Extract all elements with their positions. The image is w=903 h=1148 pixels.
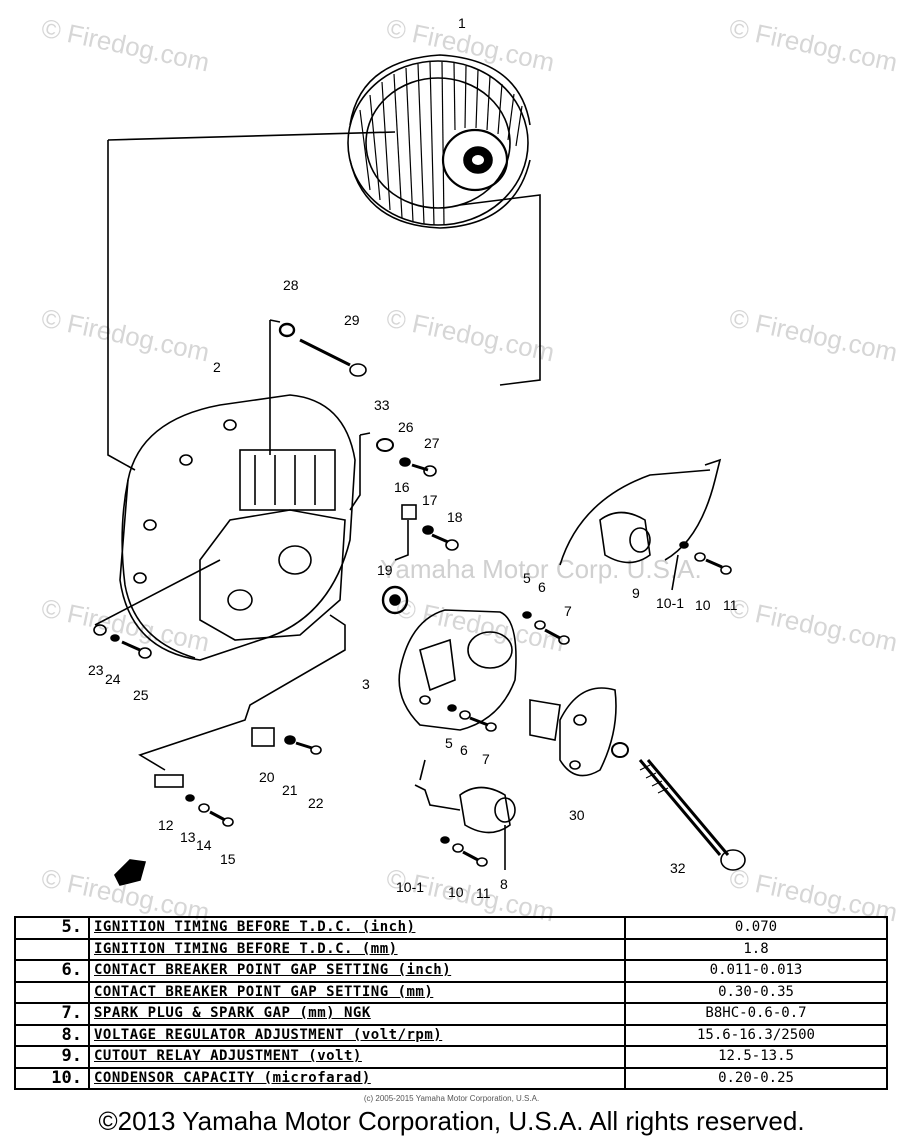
spec-number xyxy=(14,937,90,961)
callout-12: 12 xyxy=(158,817,174,833)
callout-24: 24 xyxy=(105,671,121,687)
callout-29: 29 xyxy=(344,312,360,328)
exploded-parts-diagram: Yamaha Motor Corp. U.S.A. xyxy=(88,15,746,901)
spec-value: 0.011-0.013 xyxy=(624,959,888,983)
spec-number: 9. xyxy=(14,1045,90,1069)
spec-description: CONDENSOR CAPACITY (microfarad) xyxy=(88,1066,626,1090)
spec-number: 5. xyxy=(14,916,90,940)
callout-6: 6 xyxy=(460,742,468,758)
table-row: 5. IGNITION TIMING BEFORE T.D.C. (inch) … xyxy=(14,916,888,940)
callout-5: 5 xyxy=(523,570,531,586)
specification-table: 5. IGNITION TIMING BEFORE T.D.C. (inch) … xyxy=(14,916,888,1090)
callout-5: 5 xyxy=(445,735,453,751)
callout-9: 9 xyxy=(632,585,640,601)
callout-19: 19 xyxy=(377,562,393,578)
callout-15: 15 xyxy=(220,851,236,867)
spec-description: CONTACT BREAKER POINT GAP SETTING (mm) xyxy=(88,980,626,1004)
callout-11: 11 xyxy=(476,885,491,901)
table-row: IGNITION TIMING BEFORE T.D.C. (mm) 1.8 xyxy=(14,937,888,961)
callout-33: 33 xyxy=(374,397,390,413)
spec-description: CUTOUT RELAY ADJUSTMENT (volt) xyxy=(88,1045,626,1069)
spec-value: 0.070 xyxy=(624,916,888,940)
table-row: 8. VOLTAGE REGULATOR ADJUSTMENT (volt/rp… xyxy=(14,1023,888,1047)
spec-number: 10. xyxy=(14,1066,90,1090)
callout-22: 22 xyxy=(308,795,324,811)
spec-value: 15.6-16.3/2500 xyxy=(624,1023,888,1047)
callout-26: 26 xyxy=(398,419,414,435)
stator-housing-drawing xyxy=(119,394,356,661)
callout-25: 25 xyxy=(133,687,149,703)
table-row: CONTACT BREAKER POINT GAP SETTING (mm) 0… xyxy=(14,980,888,1004)
spec-value: 1.8 xyxy=(624,937,888,961)
callout-7: 7 xyxy=(564,603,572,619)
rotor-drawing xyxy=(347,54,531,229)
callout-10: 10 xyxy=(448,884,464,900)
callout-16: 16 xyxy=(394,479,410,495)
callout-27: 27 xyxy=(424,435,440,451)
callout-10-1: 10-1 xyxy=(396,879,424,895)
spec-description: CONTACT BREAKER POINT GAP SETTING (inch) xyxy=(88,959,626,983)
callout-2: 2 xyxy=(213,359,221,375)
callout-7: 7 xyxy=(482,751,490,767)
callout-21: 21 xyxy=(282,782,298,798)
callout-14: 14 xyxy=(196,837,212,853)
callout-28: 28 xyxy=(283,277,299,293)
callout-10: 10 xyxy=(695,597,711,613)
callout-6: 6 xyxy=(538,579,546,595)
callout-20: 20 xyxy=(259,769,275,785)
callout-30: 30 xyxy=(569,807,585,823)
callout-10-1: 10-1 xyxy=(656,595,684,611)
callout-17: 17 xyxy=(422,492,438,508)
table-row: 9. CUTOUT RELAY ADJUSTMENT (volt) 12.5-1… xyxy=(14,1045,888,1069)
callout-32: 32 xyxy=(670,860,686,876)
spec-number: 8. xyxy=(14,1023,90,1047)
spec-description: VOLTAGE REGULATOR ADJUSTMENT (volt/rpm) xyxy=(88,1023,626,1047)
spec-value: B8HC-0.6-0.7 xyxy=(624,1002,888,1026)
contact-breaker-plate-drawing xyxy=(398,609,517,731)
callout-3: 3 xyxy=(362,676,370,692)
spec-number: 6. xyxy=(14,959,90,983)
spec-number: 7. xyxy=(14,1002,90,1026)
spec-value: 12.5-13.5 xyxy=(624,1045,888,1069)
copyright-footer: ©2013 Yamaha Motor Corporation, U.S.A. A… xyxy=(98,1106,805,1136)
center-watermark: Yamaha Motor Corp. U.S.A. xyxy=(380,554,702,584)
spec-value: 0.30-0.35 xyxy=(624,980,888,1004)
spec-description: IGNITION TIMING BEFORE T.D.C. (mm) xyxy=(88,937,626,961)
spec-description: SPARK PLUG & SPARK GAP (mm) NGK xyxy=(88,1002,626,1026)
spec-description: IGNITION TIMING BEFORE T.D.C. (inch) xyxy=(88,916,626,940)
callout-18: 18 xyxy=(447,509,463,525)
spec-number xyxy=(14,980,90,1004)
callout-8: 8 xyxy=(500,876,508,892)
advancer-drawing xyxy=(529,687,629,777)
callout-23: 23 xyxy=(88,662,104,678)
assembly-line xyxy=(107,140,136,471)
table-row: 6. CONTACT BREAKER POINT GAP SETTING (in… xyxy=(14,959,888,983)
table-row: 7. SPARK PLUG & SPARK GAP (mm) NGK B8HC-… xyxy=(14,1002,888,1026)
spec-value: 0.20-0.25 xyxy=(624,1066,888,1090)
small-copyright: (c) 2005-2015 Yamaha Motor Corporation, … xyxy=(363,1094,540,1103)
table-row: 10. CONDENSOR CAPACITY (microfarad) 0.20… xyxy=(14,1066,888,1090)
callout-13: 13 xyxy=(180,829,196,845)
callout-11: 11 xyxy=(723,597,738,613)
callout-1: 1 xyxy=(458,15,466,31)
